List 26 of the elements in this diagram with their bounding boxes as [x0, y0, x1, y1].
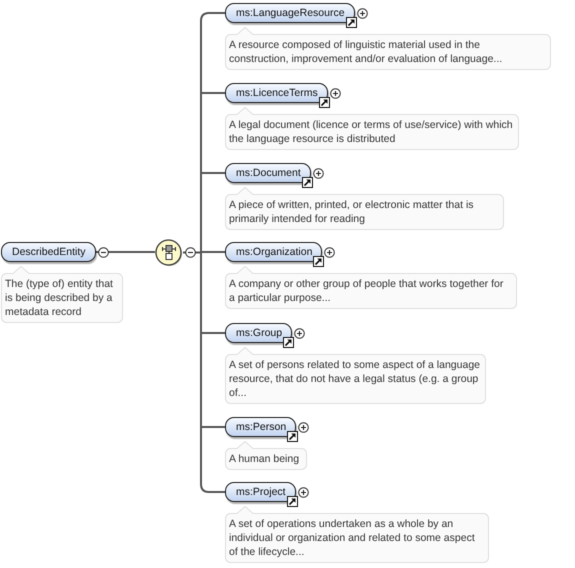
annotation-callout: A human being: [225, 441, 307, 470]
annotation-callout: A resource composed of linguistic material used in the construction, improvement and/or evaluation of language...: [225, 27, 551, 70]
connector-line: [200, 12, 225, 22]
annotation-callout: A set of persons related to some aspect of a language resource, that do not have a legal status (e.g. a group of...: [225, 347, 486, 404]
element-node: ms:Organization: [225, 242, 322, 262]
connector-line: [201, 426, 225, 428]
annotation-callout: A company or other group of people that works together for a particular purpose...: [225, 266, 517, 309]
annotation-callout: A piece of written, printed, or electronic matter that is primarily intended for reading: [225, 187, 504, 230]
annotation-callout: The (type of) entity that is being described by a metadata record: [1, 266, 123, 323]
element-node: ms:Document: [225, 163, 311, 183]
connector-line: [201, 251, 225, 253]
element-node: ms:LicenceTerms: [225, 83, 328, 103]
connector-line: [200, 484, 225, 493]
annotation-callout: A legal document (licence or terms of use/service) with which the language resource is distributed: [225, 107, 519, 150]
element-node: ms:Person: [225, 417, 296, 437]
connector-line: [201, 172, 225, 174]
compositor-symbol: [155, 238, 183, 266]
annotation-callout: A set of operations undertaken as a whole by an individual or organization and related to some aspect of the lifecycle...: [225, 506, 489, 563]
connector-line: [96, 251, 155, 253]
element-node: ms:LanguageResource: [225, 3, 355, 23]
connector-line: [201, 332, 225, 334]
element-node: ms:Group: [225, 323, 292, 343]
element-node: ms:Project: [225, 482, 296, 502]
connector-line: [183, 20, 202, 484]
element-node: DescribedEntity: [1, 242, 96, 262]
connector-line: [201, 92, 225, 94]
